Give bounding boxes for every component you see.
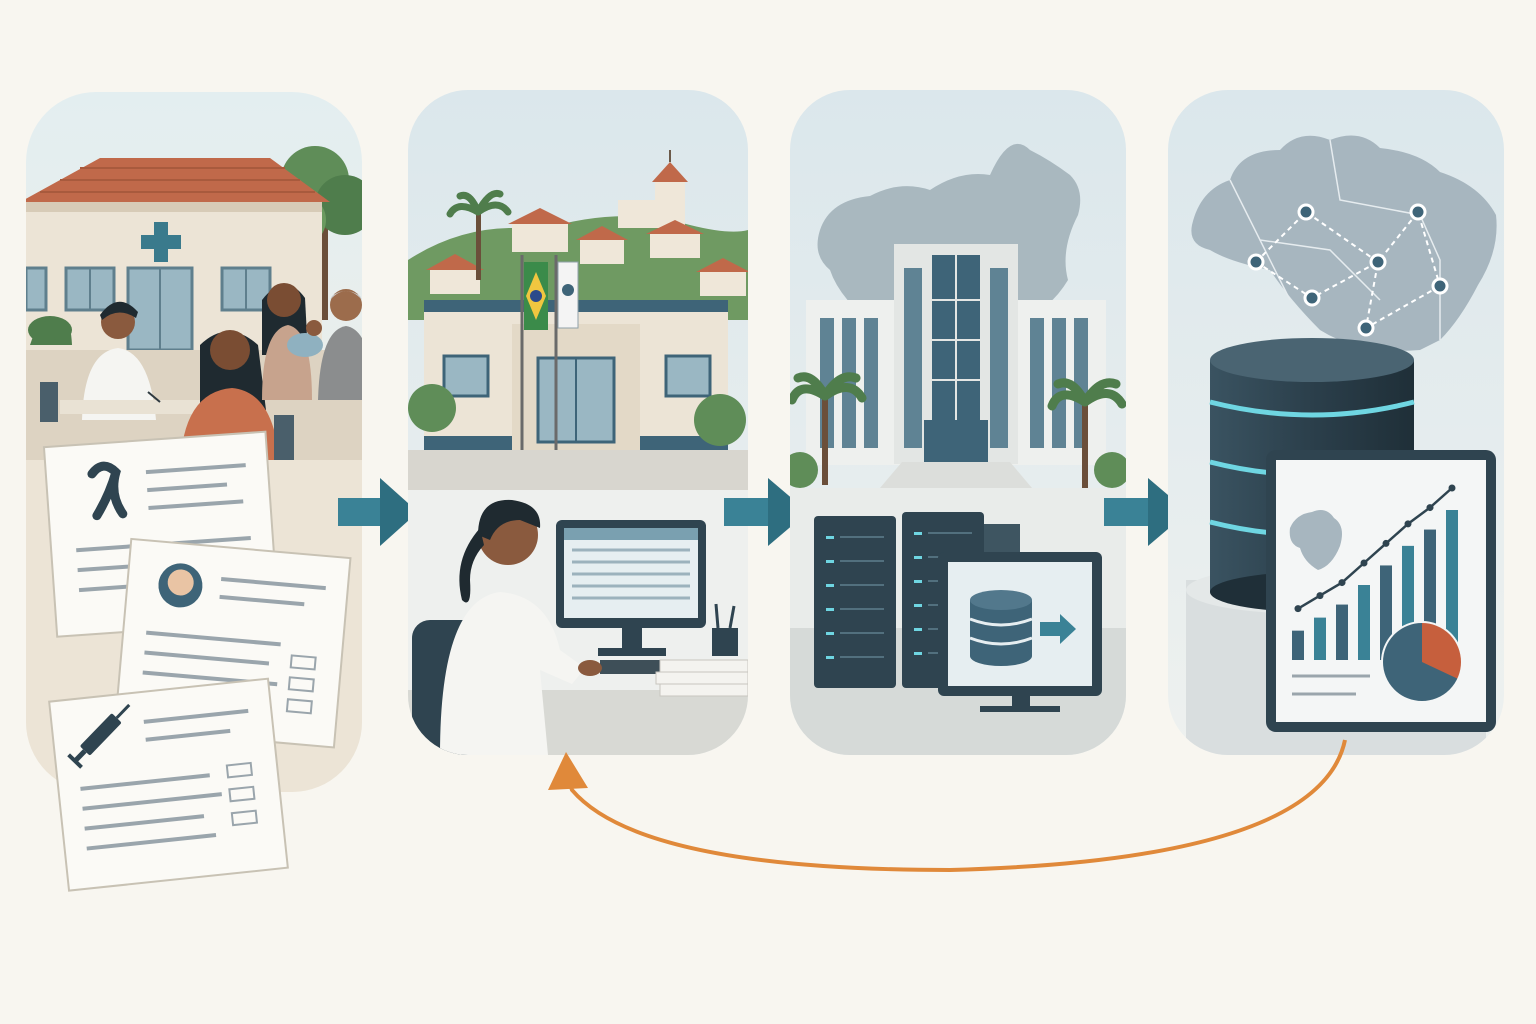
trend-point xyxy=(1360,559,1368,567)
trend-line xyxy=(1297,487,1453,610)
brazil-map-icon xyxy=(1191,135,1497,351)
trend-point xyxy=(1316,592,1324,600)
database-transfer-monitor xyxy=(938,552,1102,712)
chart-bar xyxy=(1292,630,1304,660)
vaccination-form xyxy=(48,677,289,892)
trend-point xyxy=(1382,539,1390,547)
mother-with-baby-figure xyxy=(262,283,323,400)
elderly-man-figure xyxy=(318,289,362,400)
hillside-houses xyxy=(426,208,748,296)
trend-point xyxy=(1426,504,1434,512)
trend-point xyxy=(1338,579,1346,587)
stage-municipal-panel xyxy=(408,90,748,755)
palm-tree xyxy=(446,189,512,280)
chart-bar xyxy=(1358,585,1370,660)
flow-arrow-1 xyxy=(338,478,418,546)
database-transfer-icon xyxy=(969,590,1076,666)
trend-point xyxy=(1294,605,1302,613)
state-government-building xyxy=(806,244,1106,488)
syringe-icon xyxy=(67,703,131,769)
brazil-flag-icon xyxy=(520,255,548,460)
state-flag-icon xyxy=(554,255,579,460)
chart-bar xyxy=(1314,617,1326,660)
analytics-dashboard xyxy=(1266,450,1496,732)
nurse-figure xyxy=(40,301,200,422)
trend-point xyxy=(1404,520,1412,528)
stage-national-panel xyxy=(1168,90,1504,755)
trend-points xyxy=(1294,484,1456,613)
medical-cross-icon xyxy=(141,222,181,262)
pie-chart-icon xyxy=(1381,621,1463,703)
trend-point xyxy=(1448,484,1456,492)
chart-bar xyxy=(1446,510,1458,660)
newborn-icon xyxy=(158,563,203,608)
flow-arrow-2 xyxy=(724,478,808,546)
plant xyxy=(28,316,72,345)
chart-bar xyxy=(1336,604,1348,660)
municipal-building xyxy=(424,300,728,450)
palm-tree xyxy=(790,372,867,485)
paper-stack xyxy=(655,659,748,697)
stage-clinic-panel xyxy=(26,92,362,892)
awareness-ribbon-icon xyxy=(87,461,128,521)
palm-tree xyxy=(1047,378,1126,488)
desktop-computer-icon xyxy=(556,520,706,674)
mini-brazil-map-icon xyxy=(1289,510,1342,570)
feedback-arrow xyxy=(548,739,1347,873)
church xyxy=(618,150,688,228)
chart-bar xyxy=(1380,565,1392,660)
clerk-figure xyxy=(412,499,602,755)
stage-state-panel xyxy=(790,90,1126,755)
